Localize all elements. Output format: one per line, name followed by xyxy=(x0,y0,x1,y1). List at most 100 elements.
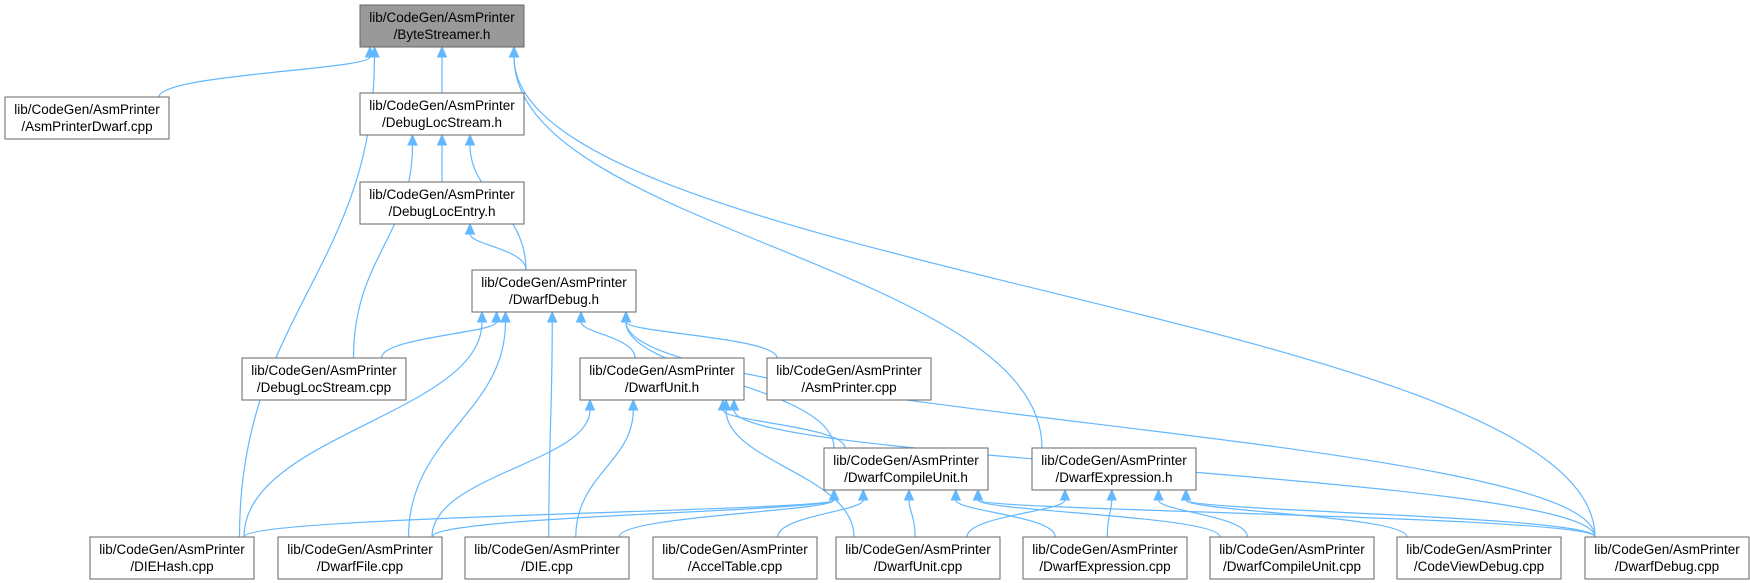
graph-node-dwarfdebug-h[interactable]: lib/CodeGen/AsmPrinter/DwarfDebug.h xyxy=(471,269,637,313)
node-file-label: /DebugLocStream.h xyxy=(382,115,502,130)
node-file-label: /DwarfUnit.h xyxy=(625,380,699,395)
edge-die-to-dwarfcompileunit-h xyxy=(618,488,840,538)
edge-arrowhead xyxy=(828,488,840,501)
edge-line xyxy=(469,233,527,271)
node-path-label: lib/CodeGen/AsmPrinter xyxy=(369,187,515,202)
edge-line xyxy=(407,321,507,538)
node-path-label: lib/CodeGen/AsmPrinter xyxy=(287,542,433,557)
graph-node-debuglocentry[interactable]: lib/CodeGen/AsmPrinter/DebugLocEntry.h xyxy=(359,181,525,225)
edge-line xyxy=(243,499,835,538)
edge-line xyxy=(575,409,634,538)
node-file-label: /DwarfFile.cpp xyxy=(317,559,403,574)
edge-asmprinter-cpp-to-dwarfdebug-h xyxy=(620,310,778,359)
graph-node-bytestreamer: lib/CodeGen/AsmPrinter/ByteStreamer.h xyxy=(359,4,525,48)
graph-node-debuglocstream-h[interactable]: lib/CodeGen/AsmPrinter/DebugLocStream.h xyxy=(359,92,525,136)
edge-die-to-dwarfunit-h xyxy=(575,398,639,538)
edge-line xyxy=(380,321,498,359)
node-file-label: /DebugLocStream.cpp xyxy=(257,380,391,395)
node-box xyxy=(1584,536,1750,580)
node-box xyxy=(1022,536,1188,580)
graph-node-dwarfunit-h[interactable]: lib/CodeGen/AsmPrinter/DwarfUnit.h xyxy=(579,357,745,401)
node-file-label: /DwarfUnit.cpp xyxy=(874,559,963,574)
node-layer: lib/CodeGen/AsmPrinter/ByteStreamer.hlib… xyxy=(4,4,1750,580)
edge-line xyxy=(722,409,846,449)
edge-line xyxy=(513,56,1596,538)
node-file-label: /AccelTable.cpp xyxy=(688,559,783,574)
edge-dwarfexpression-cpp-to-dwarfexpression-h xyxy=(1106,488,1118,538)
graph-node-dwarfexpression-h[interactable]: lib/CodeGen/AsmPrinter/DwarfExpression.h xyxy=(1031,447,1197,491)
edge-line xyxy=(1185,499,1408,538)
edge-line xyxy=(580,321,636,359)
edge-line xyxy=(352,144,414,359)
node-file-label: /ByteStreamer.h xyxy=(394,27,491,42)
edge-line xyxy=(1106,499,1113,538)
edge-debuglocstream-h-to-bytestreamer xyxy=(436,45,448,93)
edge-arrowhead xyxy=(476,310,488,323)
graph-node-asmprinter-cpp[interactable]: lib/CodeGen/AsmPrinter/AsmPrinter.cpp xyxy=(766,357,932,401)
edge-arrowhead xyxy=(627,398,639,411)
edge-arrowhead xyxy=(491,310,502,323)
graph-node-dwarfcompileunit-h[interactable]: lib/CodeGen/AsmPrinter/DwarfCompileUnit.… xyxy=(823,447,989,491)
edge-dwarfunit-cpp-to-dwarfunit-h xyxy=(720,398,855,538)
graph-node-dwarfdebug-cpp[interactable]: lib/CodeGen/AsmPrinter/DwarfDebug.cpp xyxy=(1584,536,1750,580)
node-box xyxy=(835,536,1001,580)
graph-node-die[interactable]: lib/CodeGen/AsmPrinter/DIE.cpp xyxy=(464,536,630,580)
node-box xyxy=(4,96,170,140)
edge-arrowhead xyxy=(508,45,520,58)
graph-node-dwarfunit-cpp[interactable]: lib/CodeGen/AsmPrinter/DwarfUnit.cpp xyxy=(835,536,1001,580)
node-box xyxy=(241,357,407,401)
edge-arrowhead xyxy=(857,488,869,501)
edge-dwarffile-to-dwarfcompileunit-h xyxy=(431,488,840,538)
edge-arrowhead xyxy=(407,133,418,146)
edge-dwarfunit-h-to-dwarfdebug-h xyxy=(575,310,636,359)
edge-dwarfunit-cpp-to-dwarfexpression-h xyxy=(966,488,1071,538)
node-file-label: /CodeViewDebug.cpp xyxy=(1414,559,1544,574)
node-file-label: /DwarfCompileUnit.h xyxy=(844,470,968,485)
node-file-label: /DwarfDebug.cpp xyxy=(1615,559,1719,574)
graph-node-dwarfcompileunit-cpp[interactable]: lib/CodeGen/AsmPrinter/DwarfCompileUnit.… xyxy=(1209,536,1375,580)
edge-line xyxy=(158,56,371,98)
edge-line xyxy=(625,321,778,359)
edge-arrowhead xyxy=(1106,488,1118,501)
node-file-label: /DIEHash.cpp xyxy=(130,559,213,574)
graph-node-diehash[interactable]: lib/CodeGen/AsmPrinter/DIEHash.cpp xyxy=(89,536,255,580)
edge-dwarfdebug-cpp-to-dwarfexpression-h xyxy=(1180,488,1596,538)
edge-arrowhead xyxy=(950,488,962,501)
node-path-label: lib/CodeGen/AsmPrinter xyxy=(589,363,735,378)
graph-node-debuglocstream-cpp[interactable]: lib/CodeGen/AsmPrinter/DebugLocStream.cp… xyxy=(241,357,407,401)
edge-arrowhead xyxy=(546,310,558,323)
edge-line xyxy=(1157,499,1249,538)
graph-node-asmprinterdwarf[interactable]: lib/CodeGen/AsmPrinter/AsmPrinterDwarf.c… xyxy=(4,96,170,140)
node-path-label: lib/CodeGen/AsmPrinter xyxy=(845,542,991,557)
edge-line xyxy=(777,499,864,538)
edge-arrowhead xyxy=(903,488,915,501)
node-path-label: lib/CodeGen/AsmPrinter xyxy=(1041,453,1187,468)
edge-dwarfcompileunit-cpp-to-dwarfexpression-h xyxy=(1153,488,1249,538)
edge-arrowhead xyxy=(972,488,984,501)
edge-debuglocentry-to-debuglocstream-h xyxy=(436,133,448,182)
node-box xyxy=(359,92,525,136)
node-box xyxy=(359,181,525,225)
edge-arrowhead xyxy=(720,398,732,411)
edge-line xyxy=(725,409,855,538)
node-box xyxy=(89,536,255,580)
graph-node-dwarfexpression-cpp[interactable]: lib/CodeGen/AsmPrinter/DwarfExpression.c… xyxy=(1022,536,1188,580)
graph-node-codeviewdebug[interactable]: lib/CodeGen/AsmPrinter/CodeViewDebug.cpp xyxy=(1396,536,1562,580)
node-path-label: lib/CodeGen/AsmPrinter xyxy=(14,102,160,117)
graph-node-dwarffile[interactable]: lib/CodeGen/AsmPrinter/DwarfFile.cpp xyxy=(277,536,443,580)
edge-line xyxy=(966,499,1066,538)
edge-diehash-to-bytestreamer xyxy=(238,45,380,538)
node-file-label: /DIE.cpp xyxy=(521,559,573,574)
edge-line xyxy=(238,56,376,538)
edge-dwarfdebug-h-to-debuglocentry xyxy=(464,222,527,271)
node-box xyxy=(359,4,525,48)
graph-node-acceltable[interactable]: lib/CodeGen/AsmPrinter/AccelTable.cpp xyxy=(652,536,818,580)
edge-diehash-to-dwarfdebug-h xyxy=(243,310,488,538)
node-file-label: /DwarfExpression.cpp xyxy=(1039,559,1170,574)
edge-dwarfexpression-cpp-to-dwarfcompileunit-h xyxy=(950,488,1056,538)
edge-arrowhead xyxy=(464,222,476,235)
node-path-label: lib/CodeGen/AsmPrinter xyxy=(99,542,245,557)
edge-line xyxy=(908,499,916,538)
node-file-label: /DebugLocEntry.h xyxy=(388,204,495,219)
